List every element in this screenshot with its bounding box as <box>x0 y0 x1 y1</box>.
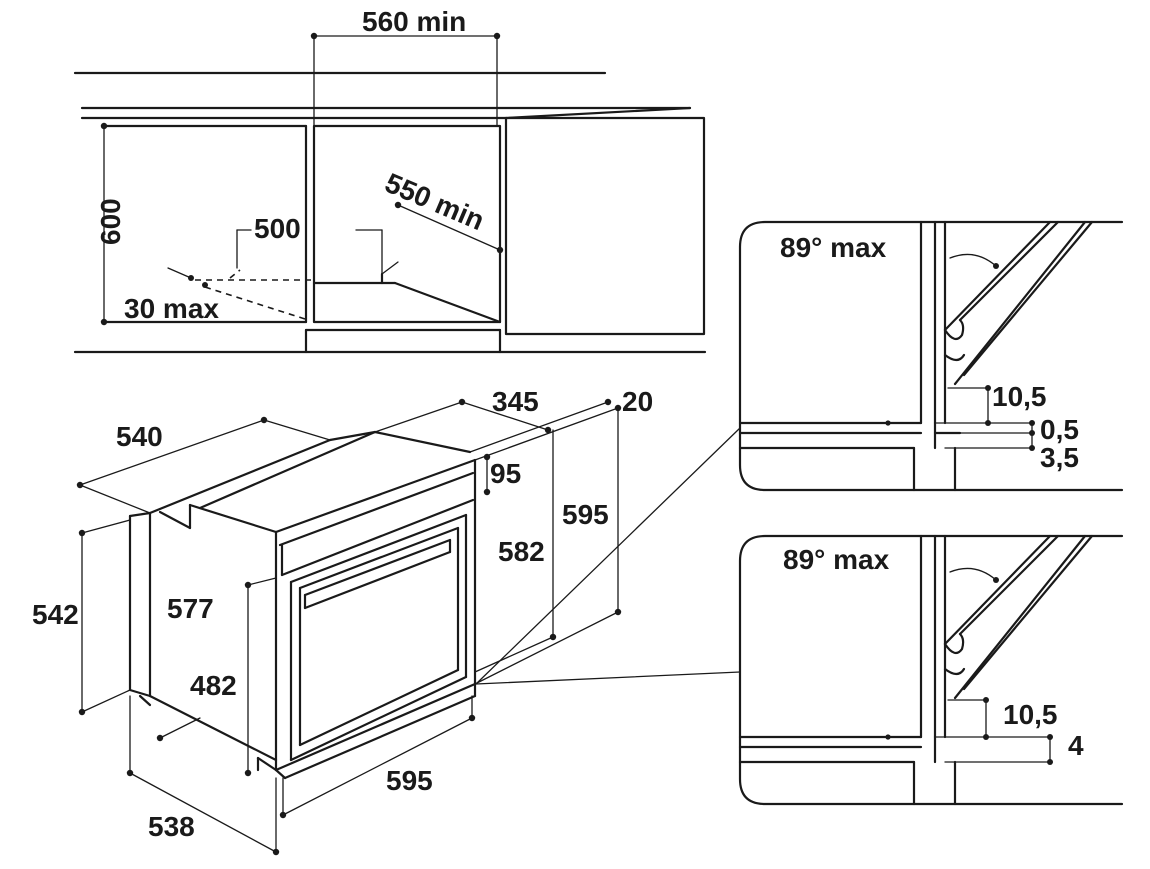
oven-left-height-label: 542 <box>32 599 79 630</box>
detail-top-dim-a: 10,5 <box>992 381 1047 412</box>
oven-front-width-label: 595 <box>386 765 433 796</box>
oven-panel-label: 95 <box>490 458 521 489</box>
niche-depth-label: 550 min <box>381 167 489 236</box>
niche-gap-label: 30 max <box>124 293 219 324</box>
oven-door-height-label: 482 <box>190 670 237 701</box>
oven-top-inset-label: 345 <box>492 386 539 417</box>
niche-height-label: 600 <box>95 198 126 245</box>
cabinet-niche-drawing: 560 min 550 min 600 500 30 max <box>73 6 707 354</box>
niche-vent-label: 500 <box>254 213 301 244</box>
detail-bottom-drawing: 89° max 10,5 4 <box>738 534 1124 806</box>
oven-depth-label: 540 <box>116 421 163 452</box>
oven-front-height-label: 595 <box>562 499 609 530</box>
detail-bottom-dim-b: 4 <box>1068 730 1084 761</box>
oven-drawing: 540 345 20 95 595 582 577 542 482 595 53… <box>32 386 741 856</box>
detail-top-dim-c: 3,5 <box>1040 442 1079 473</box>
oven-body-height-label: 582 <box>498 536 545 567</box>
oven-side-height-label: 577 <box>167 593 214 624</box>
detail-bottom-dim-a: 10,5 <box>1003 699 1058 730</box>
niche-width-label: 560 min <box>362 6 466 37</box>
oven-front-thickness-label: 20 <box>622 386 653 417</box>
detail-bottom-angle-label: 89° max <box>783 544 890 575</box>
detail-top-angle-label: 89° max <box>780 232 887 263</box>
oven-base-depth-label: 538 <box>148 811 195 842</box>
detail-top-dim-b: 0,5 <box>1040 414 1079 445</box>
detail-top-drawing: 89° max 10,5 0,5 3,5 <box>738 220 1124 492</box>
